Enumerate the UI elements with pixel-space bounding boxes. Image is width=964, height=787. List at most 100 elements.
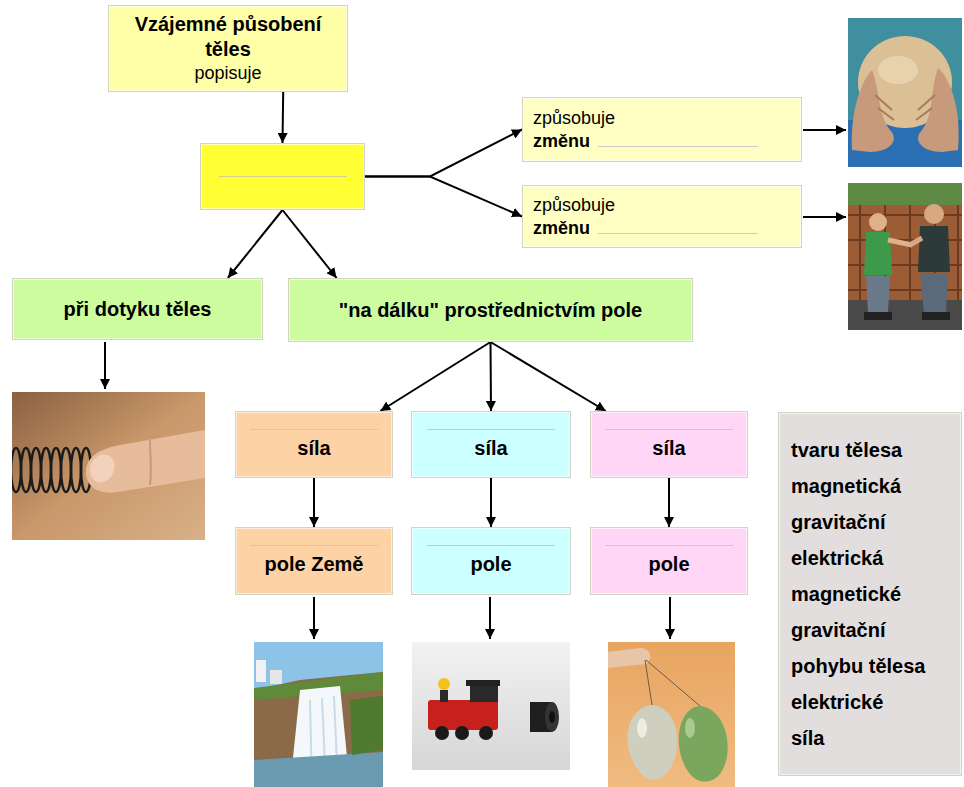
answer-blank [250, 545, 378, 546]
text-row: gravitační [791, 613, 951, 649]
text-row: pole [420, 552, 562, 577]
answer-blank [598, 146, 758, 147]
answer-blank [427, 429, 555, 430]
node-label: síla [652, 437, 685, 459]
train-magnet-photo-part [479, 726, 493, 740]
kids-photo-part [864, 232, 892, 275]
text-row: síla [791, 721, 951, 757]
word-bank-box: tvaru tělesa magnetická gravitační elektric… [778, 412, 962, 776]
connector-arrow [283, 210, 337, 278]
balloons-photo-part [637, 718, 647, 738]
field-type-box: pole [411, 527, 571, 595]
field-type-box: pole [590, 527, 748, 595]
train-magnet-photo-part [470, 684, 498, 702]
word-option: elektrické [791, 691, 883, 713]
text-row: "na dálku" prostřednictvím pole [297, 298, 684, 323]
train-magnet-photo-part [440, 690, 448, 702]
kids-photo-part [866, 276, 890, 312]
spring-photo-part [86, 430, 205, 493]
waterfall-photo [254, 642, 383, 787]
text-row: pole Země [244, 552, 384, 577]
text-row: síla [244, 436, 384, 461]
balloons-photo-part [608, 648, 650, 668]
connector-arrow [365, 177, 522, 217]
blank-concept-box [200, 143, 365, 210]
kids-photo-part [910, 238, 922, 245]
connector-arrow [313, 478, 315, 527]
balloons-photo-part [679, 706, 728, 782]
answer-blank [605, 429, 733, 430]
node-label: změnu [533, 131, 590, 151]
text-row: tvaru tělesa [791, 433, 951, 469]
dough-photo-part [918, 68, 959, 152]
spring-photo-part [90, 455, 114, 483]
waterfall-photo-part [350, 696, 383, 755]
train-magnet-photo-part [549, 711, 555, 723]
field-box: "na dálku" prostřednictvím pole [288, 278, 693, 342]
spring-photo [12, 392, 205, 540]
answer-blank [598, 233, 758, 234]
top-concept-box: Vzájemné působení tělespopisuje [108, 5, 348, 92]
photo-arrows [105, 130, 846, 639]
kids-photo-part [922, 312, 950, 320]
train-magnet-photo-part [435, 726, 449, 740]
text-row: pole [599, 552, 739, 577]
waterfall-photo-part [256, 660, 266, 682]
word-option: gravitační [791, 511, 885, 533]
text-row: změnu [533, 217, 791, 240]
balloons-photo-part [628, 705, 678, 780]
spring-photo-part [12, 392, 205, 540]
node-label: síla [474, 437, 507, 459]
connector-arrow [490, 342, 493, 411]
text-row: síla [420, 436, 562, 461]
dough-photo-part [875, 95, 935, 120]
answer-blank [250, 429, 378, 430]
text-row: magnetická [791, 469, 951, 505]
kids-photo [848, 183, 962, 330]
connector-arrow [668, 478, 670, 527]
text-row: elektrické [791, 685, 951, 721]
spring-photo-part [12, 448, 91, 492]
kids-photo-part [918, 226, 950, 272]
balloons-photo-part [608, 642, 735, 787]
dough-photo [848, 18, 962, 167]
connector-arrow [491, 342, 606, 411]
word-option: magnetické [791, 583, 901, 605]
balloons-photo-part [645, 660, 700, 706]
text-row: Vzájemné působení těles [117, 12, 339, 62]
waterfall-photo-part [270, 670, 282, 684]
answer-blank [605, 545, 733, 546]
field-type-box: pole Země [235, 527, 393, 595]
connector-arrow [282, 92, 285, 144]
kids-photo-part [848, 183, 962, 330]
kids-photo-part [920, 273, 948, 312]
word-option: magnetická [791, 475, 901, 497]
node-label: popisuje [194, 63, 261, 83]
node-label: "na dálku" prostřednictvím pole [339, 299, 642, 321]
train-magnet-photo-part [412, 642, 570, 770]
answer-blank [219, 176, 347, 177]
contact-box: při dotyku těles [12, 278, 263, 340]
node-label: při dotyku těles [64, 298, 212, 320]
spring-photo-part-part [51, 448, 61, 492]
node-label: pole Země [265, 553, 364, 575]
waterfall-photo-part [254, 752, 383, 787]
spring-photo-part-part [12, 448, 21, 492]
balloons-photo [608, 642, 735, 787]
text-row: pohybu tělesa [791, 649, 951, 685]
spring-photo-part-part [61, 448, 71, 492]
word-option: tvaru tělesa [791, 439, 902, 461]
spring-photo-part-part [41, 448, 51, 492]
spring-photo-part-part [71, 448, 81, 492]
kids-photo-part [869, 213, 887, 231]
photo-arrows-part [803, 129, 846, 131]
text-row: gravitační [791, 505, 951, 541]
connector-arrow [365, 130, 522, 177]
text-row: způsobuje [533, 194, 791, 217]
force-box: síla [590, 411, 748, 478]
connector-arrow [490, 478, 492, 527]
node-label: změnu [533, 218, 590, 238]
train-magnet-photo-part [428, 700, 498, 730]
connector-arrow [228, 210, 283, 278]
text-row: síla [599, 436, 739, 461]
